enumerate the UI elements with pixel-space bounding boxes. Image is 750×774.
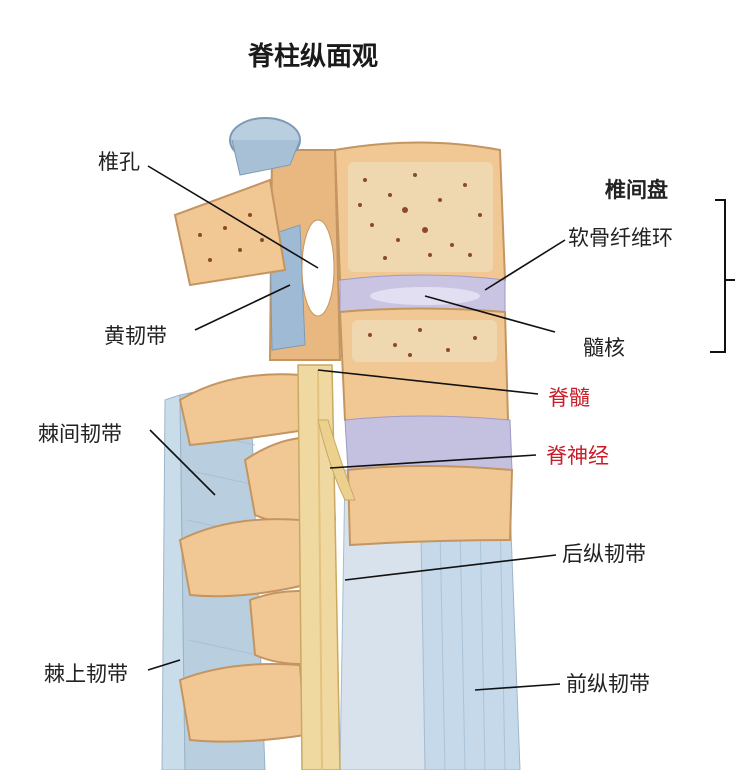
second-body-marrow [352,320,497,362]
diagram-title: 脊柱纵面观 [248,42,379,72]
cord-midline [317,369,323,771]
leader-spinal-nerve [329,454,537,469]
leader-annulus [484,239,566,291]
leader-anterior-ligament [474,683,561,691]
label-vertebral-foramen: 椎孔 [98,150,140,174]
top-body-pores [358,173,482,260]
label-annulus-fibrosus: 软骨纤维环 [568,226,673,250]
top-body-marrow [348,162,493,272]
leader-ligamentum-flavum [194,284,291,331]
spinous-pores [198,213,264,262]
top-cap-side [231,139,301,176]
label-intervertebral-disc: 椎间盘 [605,178,668,202]
leader-supraspinous [147,659,181,671]
label-anterior-longitudinal-ligament: 前纵韧带 [566,672,650,696]
spinal-nerve-shape [317,419,356,501]
label-ligamentum-flavum: 黄韧带 [104,324,167,348]
leader-posterior-ligament [344,554,557,581]
label-spinal-nerve: 脊神经 [546,444,609,468]
second-body-pores [368,328,477,357]
label-interspinous-ligament: 棘间韧带 [38,422,122,446]
leader-nucleus [424,295,556,333]
leader-vertebral-foramen [147,165,319,269]
leader-spinal-cord [317,369,539,395]
third-vertebral-body [346,465,514,547]
label-posterior-longitudinal-ligament: 后纵韧带 [562,542,646,566]
label-nucleus-pulposus: 髓核 [583,336,625,360]
anterior-ligament-shape [419,504,521,771]
spinous-process-1 [178,373,307,447]
leader-interspinous [149,429,216,496]
spinous-process-5 [178,663,307,743]
disc-bracket [710,199,726,353]
label-spinal-cord: 脊髓 [548,386,590,410]
label-supraspinous-ligament: 棘上韧带 [44,662,128,686]
leader-lines [147,165,566,691]
upper-spinous-process [173,178,287,287]
